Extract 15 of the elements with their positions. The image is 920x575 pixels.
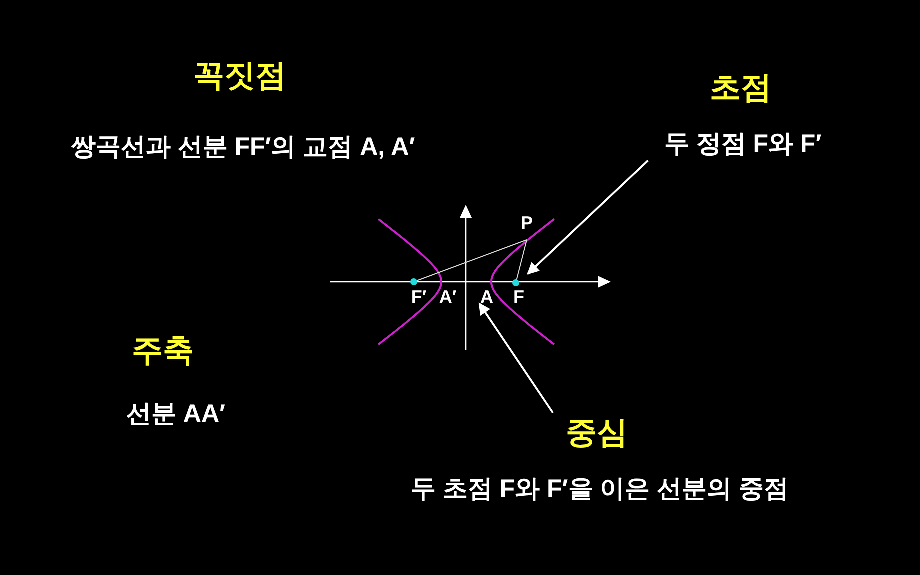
arrow — [527, 160, 649, 275]
point-label: F′ — [411, 287, 427, 308]
heading: 초점 — [710, 70, 772, 106]
heading: 꼭짓점 — [194, 58, 286, 94]
heading: 중심 — [566, 415, 628, 451]
point-label: P — [521, 213, 533, 234]
arrow — [478, 302, 554, 414]
point-label: A — [480, 287, 494, 308]
description-text: 두 초점 F와 F′을 이은 선분의 중점 — [410, 475, 790, 504]
description-text: 두 정점 F와 F′ — [664, 130, 822, 159]
heading: 주축 — [132, 333, 194, 369]
point-label: A′ — [439, 287, 457, 308]
point-label: F — [514, 287, 524, 308]
description-text: 쌍곡선과 선분 FF′의 교점 A, A′ — [70, 133, 416, 162]
description-text: 선분 AA′ — [126, 400, 226, 429]
